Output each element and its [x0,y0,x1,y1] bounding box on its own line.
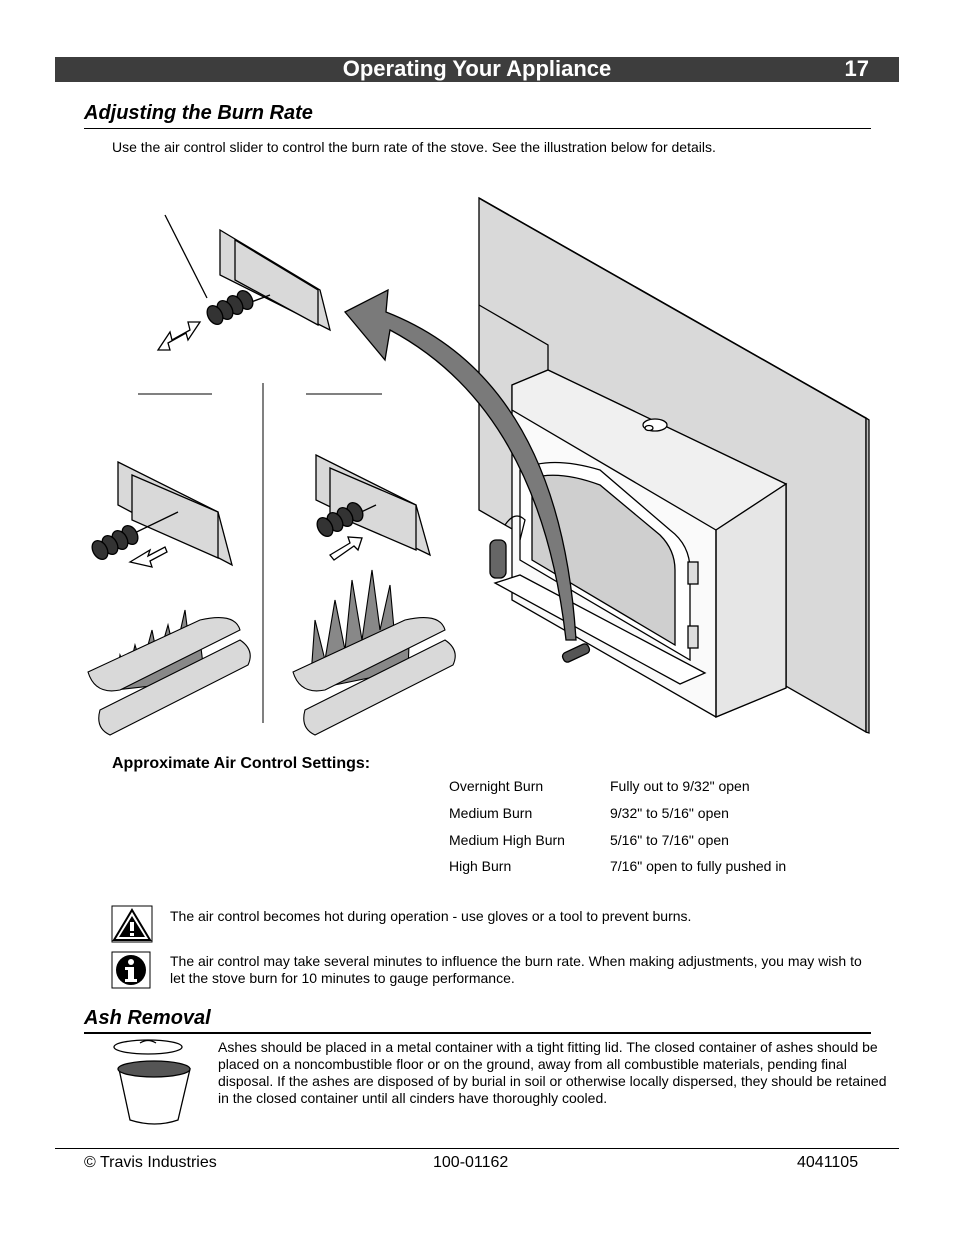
warning-triangle-icon [111,905,153,943]
setting-value: Fully out to 9/32" open [610,778,750,795]
setting-name: Medium Burn [449,805,533,822]
page-title: Operating Your Appliance [342,56,612,81]
setting-name: Medium High Burn [449,831,565,848]
large-fire [292,569,456,736]
ash-removal-text: Ashes should be placed in a metal contai… [218,1039,887,1106]
page-header-bar: Operating Your Appliance 17 [55,56,899,82]
footer-rule [55,1148,899,1149]
ash-bucket-icon [113,1039,191,1125]
footer-copyright: © Travis Industries [84,1154,217,1171]
setting-value: 5/16" to 7/16" open [610,831,729,848]
section-title-ash-removal: Ash Removal [84,1007,211,1029]
table-row: Medium High Burn 5/16" to 7/16" open [449,826,869,853]
section-title-burn-rate: Adjusting the Burn Rate [84,102,313,124]
section-rule [84,1032,871,1034]
footer-doc-number: 100-01162 [433,1154,509,1171]
warning-note: The air control becomes hot during opera… [170,908,692,924]
setting-value: 9/32" to 5/16" open [610,805,729,822]
slider-detail-in [315,453,432,561]
footer-date-code: 4041105 [797,1154,859,1171]
settings-table: Overnight Burn Fully out to 9/32" open M… [449,773,869,880]
table-row: Medium Burn 9/32" to 5/16" open [449,800,869,827]
info-icon [111,951,151,989]
setting-value: 7/16" open to fully pushed in [610,858,787,875]
page-number: 17 [844,56,869,81]
burn-rate-intro: Use the air control slider to control th… [112,139,716,155]
setting-name: High Burn [449,858,512,875]
small-fire [87,609,251,736]
slider-detail-top [156,214,331,351]
pointer-arrow [343,288,577,641]
table-row: Overnight Burn Fully out to 9/32" open [449,773,869,800]
section-rule [84,128,871,129]
slider-detail-out [91,460,234,568]
stove-body [489,369,788,718]
table-row: High Burn 7/16" open to fully pushed in [449,853,869,880]
settings-title: Approximate Air Control Settings: [112,755,371,772]
info-note: The air control may take several minutes… [170,953,862,986]
setting-name: Overnight Burn [449,778,544,795]
